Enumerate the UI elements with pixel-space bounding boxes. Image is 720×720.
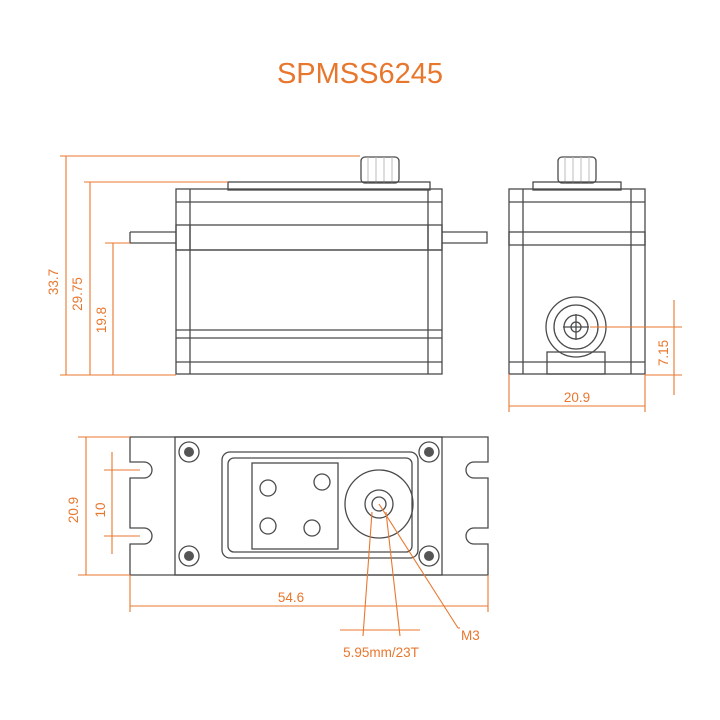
top-case xyxy=(174,436,443,576)
front-case xyxy=(175,188,443,375)
top-output-boss xyxy=(344,469,414,539)
front-flange xyxy=(129,231,488,244)
dim-shaft-offset: 7.15 xyxy=(656,340,671,366)
side-view xyxy=(508,156,646,375)
top-view xyxy=(129,436,489,576)
dim-case-height: 29.75 xyxy=(70,277,85,311)
front-top-step xyxy=(227,181,431,191)
dim-overall-height: 33.7 xyxy=(46,269,61,295)
dim-overall-length: 54.6 xyxy=(278,590,304,605)
label-panel xyxy=(251,462,339,550)
side-output-gear xyxy=(557,156,597,184)
dim-mount-height: 19.8 xyxy=(94,307,109,333)
dim-spline: 5.95mm/23T xyxy=(343,645,419,660)
front-output-gear xyxy=(360,156,400,184)
dim-screw: M3 xyxy=(461,628,480,643)
dim-side-width: 20.9 xyxy=(564,390,590,405)
front-view xyxy=(129,156,488,375)
diagram-title: SPMSS6245 xyxy=(276,58,444,90)
dim-top-width: 20.9 xyxy=(66,497,81,523)
side-case xyxy=(508,188,646,375)
dim-hole-spacing: 10 xyxy=(93,502,108,517)
corner-screws xyxy=(178,441,440,567)
dimension-lines xyxy=(60,155,682,637)
dimension-labels: 33.7 29.75 19.8 7.15 20.9 20.9 10 54.6 5… xyxy=(46,269,671,660)
